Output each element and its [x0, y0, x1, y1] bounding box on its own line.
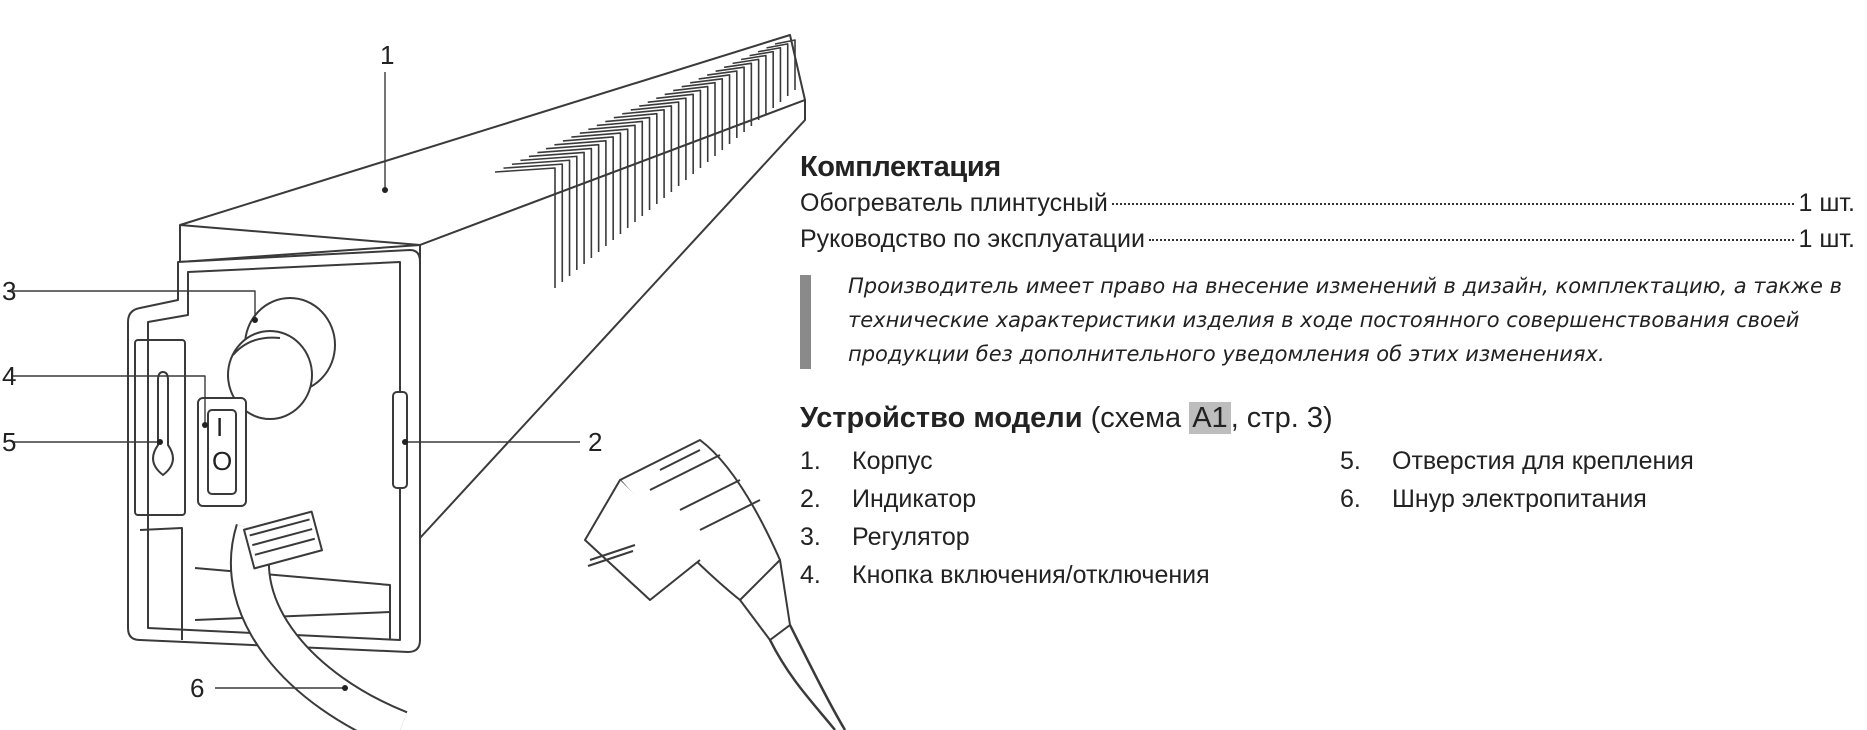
device-heading: Устройство модели (схема А1, стр. 3): [800, 401, 1855, 436]
list-item: 5. Отверстия для крепления: [1340, 442, 1694, 480]
switch-off-mark: O: [212, 446, 232, 476]
note-text: Производитель имеет право на внесение из…: [848, 273, 1842, 366]
parts-lists: 1. Корпус 2. Индикатор 3. Регулятор 4. Кнопк…: [800, 442, 1855, 594]
plug: [584, 439, 847, 730]
fin: [707, 70, 738, 138]
note-bar: [800, 274, 811, 369]
fin: [503, 163, 564, 282]
fin: [588, 124, 636, 222]
item-label: Индикатор: [852, 484, 977, 513]
item-number: 5.: [1340, 446, 1361, 475]
package-item-qty: 1 шт.: [1798, 188, 1855, 217]
callout-5: 5: [2, 427, 16, 457]
package-list: Обогреватель плинтусный 1 шт. Руководств…: [800, 185, 1855, 257]
package-item: Обогреватель плинтусный 1 шт.: [800, 185, 1855, 221]
fin: [698, 74, 731, 144]
fin: [681, 81, 716, 156]
item-number: 3.: [800, 522, 821, 551]
fin: [613, 112, 658, 204]
switch-on-mark: I: [216, 412, 223, 442]
list-item: 6. Шнур электропитания: [1340, 480, 1694, 518]
callout-3: 3: [2, 276, 16, 306]
parts-list-left: 1. Корпус 2. Индикатор 3. Регулятор 4. Кнопк…: [800, 442, 1340, 594]
power-switch: [197, 397, 247, 507]
fin: [766, 43, 789, 96]
fin: [622, 109, 665, 198]
scheme-ref-highlight: А1: [1189, 401, 1231, 434]
leader-dots: [1111, 202, 1795, 205]
item-number: 6.: [1340, 484, 1361, 513]
package-item: Руководство по эксплуатации 1 шт.: [800, 221, 1855, 257]
fin: [537, 147, 593, 258]
device-ref: (схема А1, стр. 3): [1090, 401, 1333, 434]
regulator-knob: [227, 297, 336, 420]
callout-2: 2: [588, 427, 602, 457]
manufacturer-note: Производитель имеет право на внесение из…: [800, 269, 1855, 371]
fin: [630, 105, 673, 192]
callout-1: 1: [380, 40, 394, 70]
package-item-name: Обогреватель плинтусный: [800, 188, 1108, 217]
fin: [656, 93, 694, 174]
ref-suffix: , стр. 3): [1230, 401, 1333, 434]
heater-fins: [494, 39, 796, 288]
fin: [647, 97, 687, 180]
list-item: 2. Индикатор: [800, 480, 1340, 518]
fin: [664, 89, 702, 168]
package-item-name: Руководство по эксплуатации: [800, 224, 1145, 253]
item-label: Шнур электропитания: [1392, 484, 1647, 513]
item-label: Корпус: [852, 446, 933, 475]
package-item-qty: 1 шт.: [1798, 224, 1855, 253]
item-number: 1.: [800, 446, 821, 475]
callout-4: 4: [2, 361, 16, 391]
parts-list-right: 5. Отверстия для крепления 6. Шнур электро…: [1340, 442, 1694, 594]
fin: [511, 159, 571, 276]
fin: [562, 136, 614, 240]
fin: [715, 66, 745, 132]
fin: [774, 39, 796, 90]
fin: [673, 85, 709, 162]
power-cord: [230, 510, 408, 730]
end-cap: [127, 249, 421, 653]
fin: [690, 77, 724, 150]
item-label: Кнопка включения/отключения: [852, 560, 1210, 589]
callout-6: 6: [190, 673, 204, 703]
fin: [554, 140, 607, 246]
list-item: 3. Регулятор: [800, 518, 1340, 556]
heater-body: [179, 34, 806, 539]
item-label: Отверстия для крепления: [1392, 446, 1694, 475]
list-item: 4. Кнопка включения/отключения: [800, 556, 1340, 594]
fin: [596, 120, 644, 216]
fin: [571, 132, 622, 234]
device-title: Устройство модели: [800, 401, 1083, 434]
package-title: Комплектация: [800, 151, 1001, 183]
item-label: Регулятор: [852, 522, 970, 551]
leader-dots: [1148, 238, 1795, 241]
fin: [639, 101, 680, 186]
fin: [579, 128, 629, 228]
leader-lines: [12, 72, 580, 689]
fin: [749, 50, 774, 108]
fin: [545, 143, 600, 252]
fin: [520, 155, 578, 270]
fin: [605, 116, 651, 210]
item-number: 4.: [800, 560, 821, 589]
fin: [740, 54, 767, 114]
fin: [528, 151, 585, 264]
fin: [723, 62, 753, 126]
text-column: Комплектация Обогреватель плинтусный 1 ш…: [800, 150, 1855, 594]
fin: [494, 167, 556, 288]
list-item: 1. Корпус: [800, 442, 1340, 480]
fin: [732, 58, 760, 120]
item-number: 2.: [800, 484, 821, 513]
ref-prefix: (схема: [1090, 401, 1190, 434]
fin: [757, 46, 782, 102]
